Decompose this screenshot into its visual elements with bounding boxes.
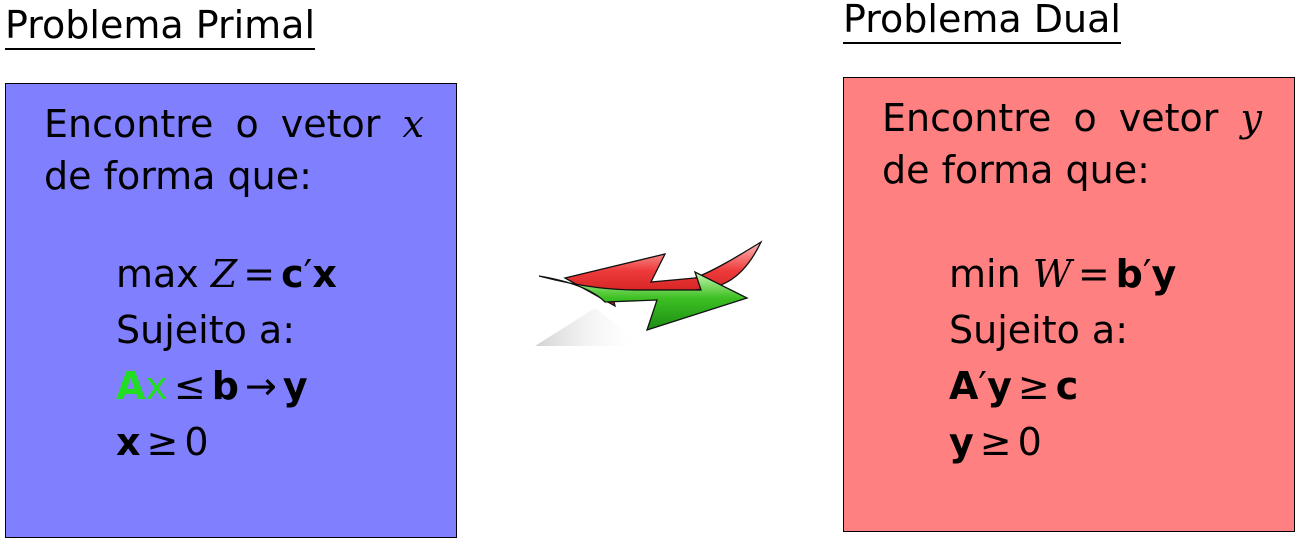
primal-constraint: Ax≤b→y [116,364,308,408]
primal-title: Problema Primal [5,6,316,50]
dual-box: Encontre o vetor y de forma que: min W=b… [843,77,1295,532]
primal-subject-to: Sujeito a: [116,308,296,352]
dual-intro-text: Encontre o vetor [882,96,1219,140]
dual-constraint: A′y≥c [949,364,1079,408]
dual-objective: min W=b′y [949,252,1177,296]
dual-intro: Encontre o vetor y de forma que: [882,92,1262,196]
primal-objective: max Z=c′x [116,252,337,296]
dual-formulas: min W=b′y Sujeito a: A′y≥c y≥0 [949,246,1176,470]
dual-title: Problema Dual [843,0,1121,44]
primal-nonneg: x≥0 [116,420,209,464]
dual-intro-text-2: de forma que: [882,148,1150,192]
dual-nonneg: y≥0 [949,420,1042,464]
primal-formulas: max Z=c′x Sujeito a: Ax≤b→y x≥0 [116,246,337,470]
green-arrow [538,270,749,332]
primal-vector-var: x [402,102,424,146]
primal-box: Encontre o vetor x de forma que: max Z=c… [5,83,457,538]
primal-intro-text: Encontre o vetor [44,102,381,146]
primal-intro: Encontre o vetor x de forma que: [44,98,424,202]
exchange-arrows-icon [535,240,763,346]
primal-intro-text-2: de forma que: [44,154,312,198]
dual-vector-var: y [1240,96,1262,140]
dual-subject-to: Sujeito a: [949,308,1129,352]
